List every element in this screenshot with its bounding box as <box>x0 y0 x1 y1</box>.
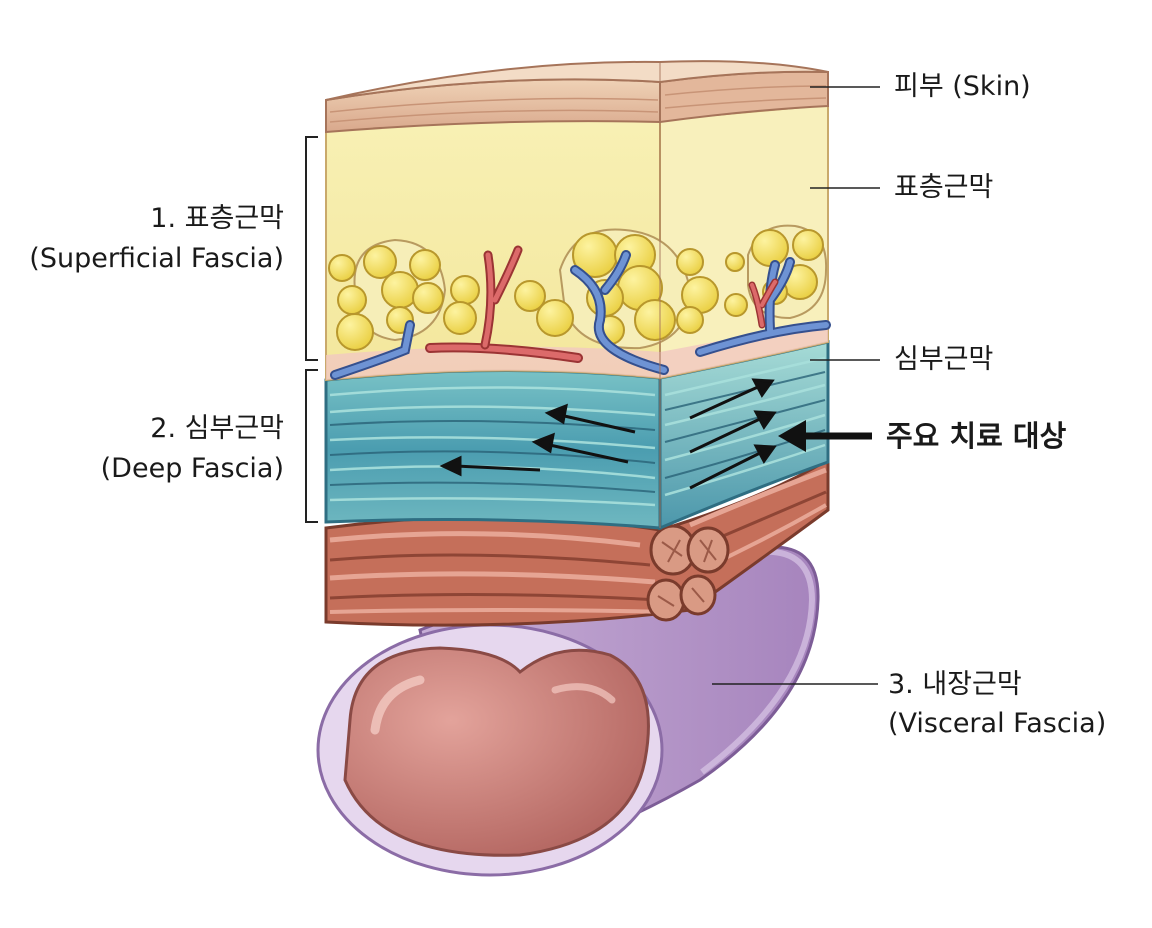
muscle-fiber-bundles <box>646 524 730 622</box>
treatment-target-arrow <box>778 420 872 452</box>
deep-bracket <box>305 369 318 523</box>
muscle-layer <box>324 457 830 627</box>
deep-fascia-label: 심부근막 <box>894 344 994 375</box>
superficial-fascia-layer <box>325 103 831 382</box>
organ-cross-section <box>316 623 664 877</box>
deep-fascia-title: 2. 심부근막 <box>150 413 284 444</box>
treatment-target-label: 주요 치료 대상 <box>886 419 1067 453</box>
blood-vessels <box>330 245 831 380</box>
superficial-fascia-title: 1. 표층근막 <box>150 203 284 234</box>
fat-lobules <box>328 224 828 351</box>
visceral-fascia-title: 3. 내장근막 <box>888 669 1022 700</box>
visceral-fascia-subtitle: (Visceral Fascia) <box>888 708 1107 739</box>
deep-fascia-layer <box>324 340 830 531</box>
superficial-bracket <box>305 136 318 361</box>
deep-fascia-subtitle: (Deep Fascia) <box>100 453 284 484</box>
skin-layer <box>325 60 829 134</box>
skin-label: 피부 (Skin) <box>894 71 1031 102</box>
superficial-fascia-label: 표층근막 <box>894 172 994 203</box>
superficial-fascia-subtitle: (Superficial Fascia) <box>29 243 284 274</box>
fascia-direction-arrows <box>439 378 777 490</box>
